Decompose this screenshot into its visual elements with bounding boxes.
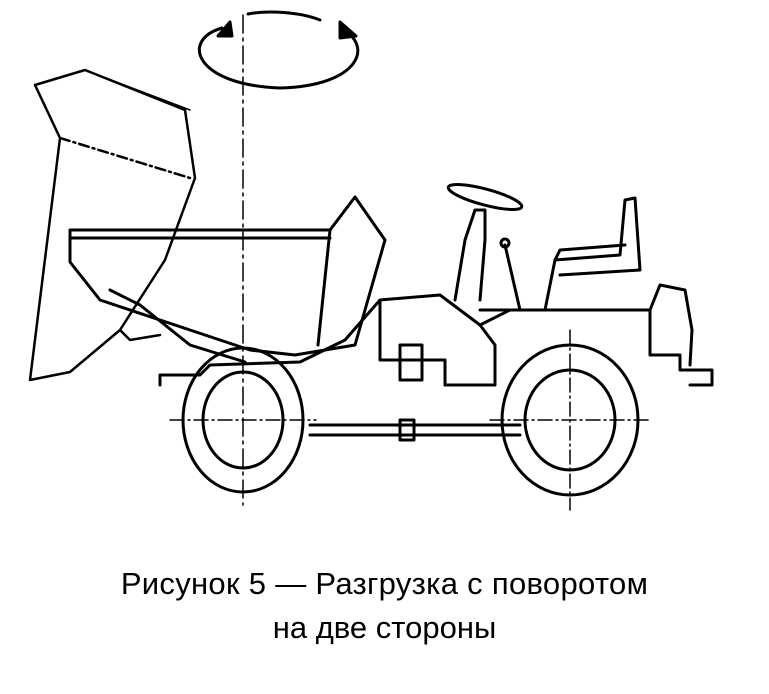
figure-caption-line2: на две стороны <box>272 610 497 645</box>
driver-controls <box>446 182 642 312</box>
tilted-bucket <box>28 68 197 382</box>
rotation-arrow-icon <box>197 10 360 90</box>
dumper-drawing <box>28 10 714 511</box>
front-wheel <box>169 346 317 494</box>
bucket <box>68 195 387 364</box>
chassis <box>158 283 714 442</box>
figure-caption-line1: Рисунок 5 — Разгрузка с поворотом <box>120 566 649 601</box>
rear-wheel <box>489 329 651 511</box>
